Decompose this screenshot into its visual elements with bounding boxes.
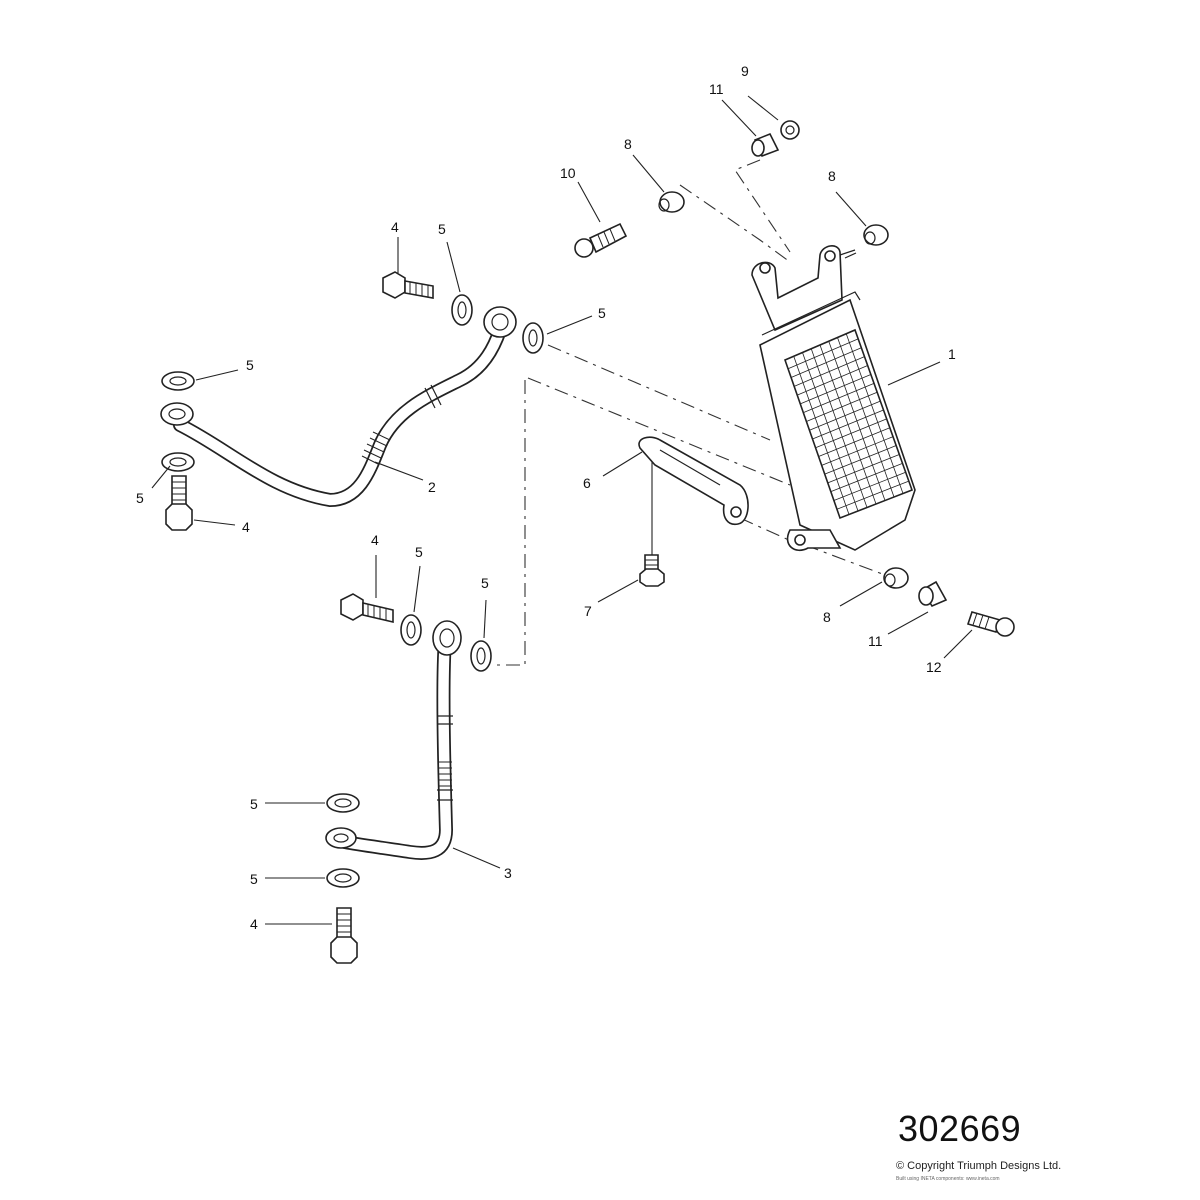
callout-9: 9 [741,63,749,79]
fasteners [574,120,1015,637]
leader-lines [151,95,973,925]
cooler-core-grid [787,333,909,515]
oil-cooler [751,245,916,552]
callout-8-lower: 8 [823,609,831,625]
callout-5-bottom-washer-b: 5 [250,871,258,887]
callout-5-lower-washer-b: 5 [481,575,489,591]
spacer-lower [918,580,948,608]
banjo-bolts [165,271,434,964]
callout-1: 1 [948,346,956,362]
grommet-upper [658,191,685,213]
lower-oil-pipe [325,620,462,860]
spacer-upper [751,132,780,158]
callout-6: 6 [583,475,591,491]
callout-4-lower-vertical-bolt: 4 [250,916,258,932]
callout-12: 12 [926,659,942,675]
callout-11-lower: 11 [868,633,883,649]
diagram-number: 302669 [898,1108,1022,1149]
copyright-notice: © Copyright Triumph Designs Ltd. [896,1160,1062,1172]
callout-11-upper: 11 [709,81,724,97]
upper-oil-pipe [160,306,517,508]
callout-3: 3 [504,865,512,881]
mounting-bracket [638,436,749,526]
callout-4-upper-bolt: 4 [391,219,399,235]
callout-8-upper: 8 [624,136,632,152]
callout-5-lower-washer-a: 5 [415,544,423,560]
built-with-note: Built using INETA components: www.ineta.… [896,1176,1000,1182]
callout-4-upper-vertical-bolt: 4 [242,519,250,535]
callout-5-cooler-washer: 5 [598,305,606,321]
grommet-lower [883,567,909,589]
grommet-right [863,224,889,246]
callout-8-right: 8 [828,168,836,184]
callout-5-upper-washer: 5 [438,221,446,237]
callout-5-left-bottom-washer: 5 [136,490,144,506]
alignment-lines [495,159,886,666]
callout-7: 7 [584,603,592,619]
callout-4-lower-bolt: 4 [371,532,379,548]
callout-10: 10 [560,165,576,181]
callout-2: 2 [428,479,436,495]
sealing-washers [161,294,544,888]
upper-pipe-braid [361,431,391,465]
lower-pipe-braid [438,761,452,787]
callout-5-bottom-washer-a: 5 [250,796,258,812]
callout-numbers: 1 2 3 4 4 4 4 5 5 5 5 5 5 5 5 6 7 8 8 8 … [136,63,956,932]
callout-5-left-top-washer: 5 [246,357,254,373]
